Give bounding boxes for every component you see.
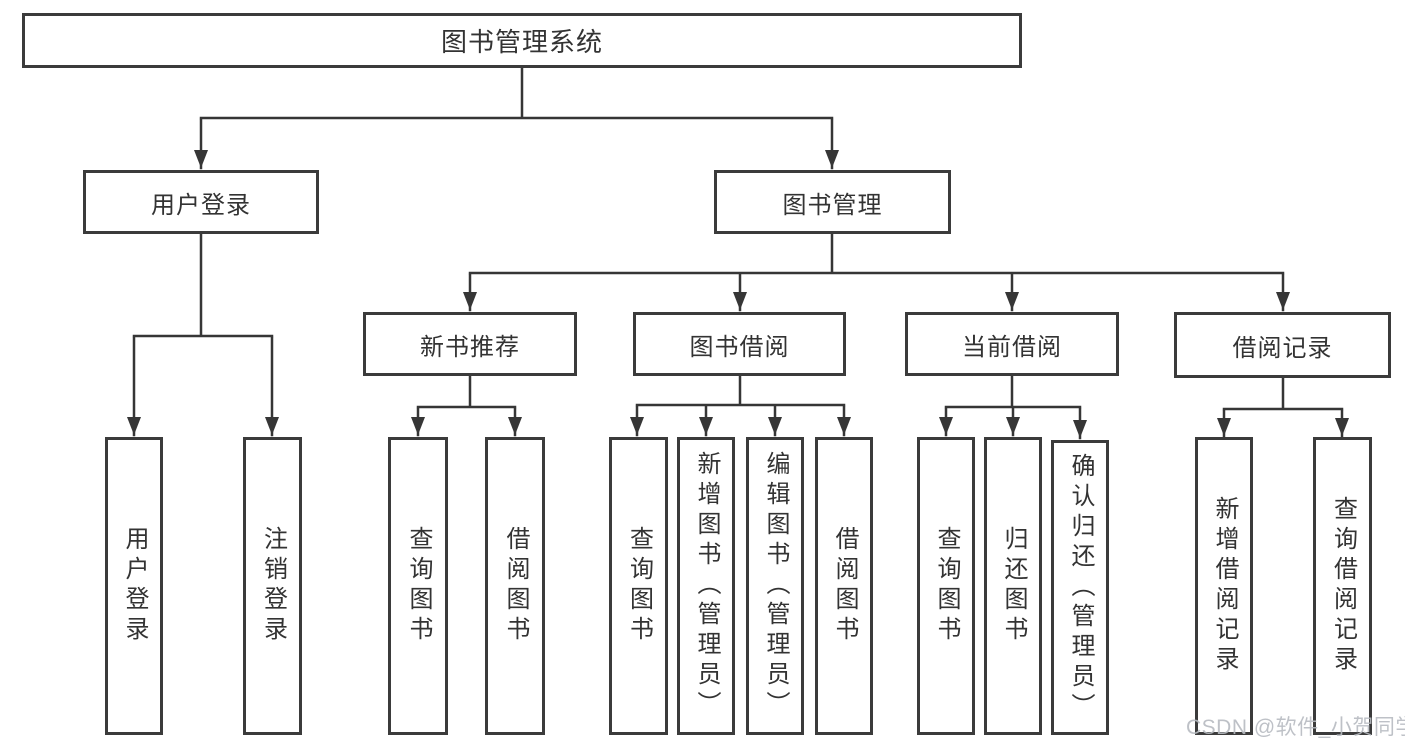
leaf-label: 注销登录 [259,526,287,646]
leaf-logout: 注销登录 [243,437,302,735]
leaf-label: 用户登录 [121,526,148,646]
leaf-query-books-recommend: 查询图书 [388,437,448,735]
leaf-return-books: 归还图书 [984,437,1042,735]
leaf-label: 确认归还（管理员） [1067,452,1094,723]
connector-records-trunk [1222,376,1344,411]
node-label: 图书管理 [782,191,883,219]
node-new-book-recommend: 新书推荐 [363,312,577,376]
leaf-label: 编辑图书（管理员） [762,451,789,721]
node-library-system: 图书管理系统 [22,13,1022,68]
leaf-label: 查询图书 [405,526,432,646]
leaf-query-borrow-record: 查询借阅记录 [1313,437,1372,735]
leaf-label: 归还图书 [1000,526,1027,646]
leaf-add-book-admin: 新增图书（管理员） [677,437,735,735]
leaf-label: 借阅图书 [502,526,529,646]
leaf-label: 查询图书 [933,526,960,646]
node-book-management: 图书管理 [714,170,951,234]
leaf-query-books-current: 查询图书 [917,437,975,735]
node-label: 用户登录 [151,191,251,219]
leaf-edit-book-admin: 编辑图书（管理员） [746,437,804,735]
leaf-label: 查询借阅记录 [1329,496,1357,676]
leaf-borrow-books-recommend: 借阅图书 [485,437,545,735]
node-label: 新书推荐 [420,333,520,361]
node-user-login: 用户登录 [83,170,319,234]
connector-newbook-trunk [416,374,517,409]
node-label: 当前借阅 [962,333,1062,361]
leaf-label: 查询图书 [625,526,653,646]
connector-root-trunk [199,66,834,120]
connector-userlogin-trunk [132,232,274,338]
leaf-borrow-books: 借阅图书 [815,437,873,735]
node-current-borrowing: 当前借阅 [905,312,1119,376]
connector-bookmgmt-trunk [468,232,1285,275]
leaf-add-borrow-record: 新增借阅记录 [1195,437,1253,735]
node-label: 借阅记录 [1232,334,1333,362]
leaf-confirm-return-admin: 确认归还（管理员） [1051,440,1109,735]
leaf-label: 新增借阅记录 [1211,496,1238,676]
leaf-label: 借阅图书 [831,526,858,646]
node-book-borrowing: 图书借阅 [633,312,846,376]
node-borrowing-records: 借阅记录 [1174,312,1391,378]
leaf-query-books-borrow: 查询图书 [609,437,668,735]
leaf-user-login: 用户登录 [105,437,163,735]
node-label: 图书管理系统 [440,27,603,57]
node-label: 图书借阅 [689,333,790,361]
connector-borrow-trunk [635,374,846,407]
csdn-watermark: CSDN @软件_小贺同学 [1186,716,1405,739]
connector-current-trunk [944,374,1082,409]
leaf-label: 新增图书（管理员） [693,451,720,721]
